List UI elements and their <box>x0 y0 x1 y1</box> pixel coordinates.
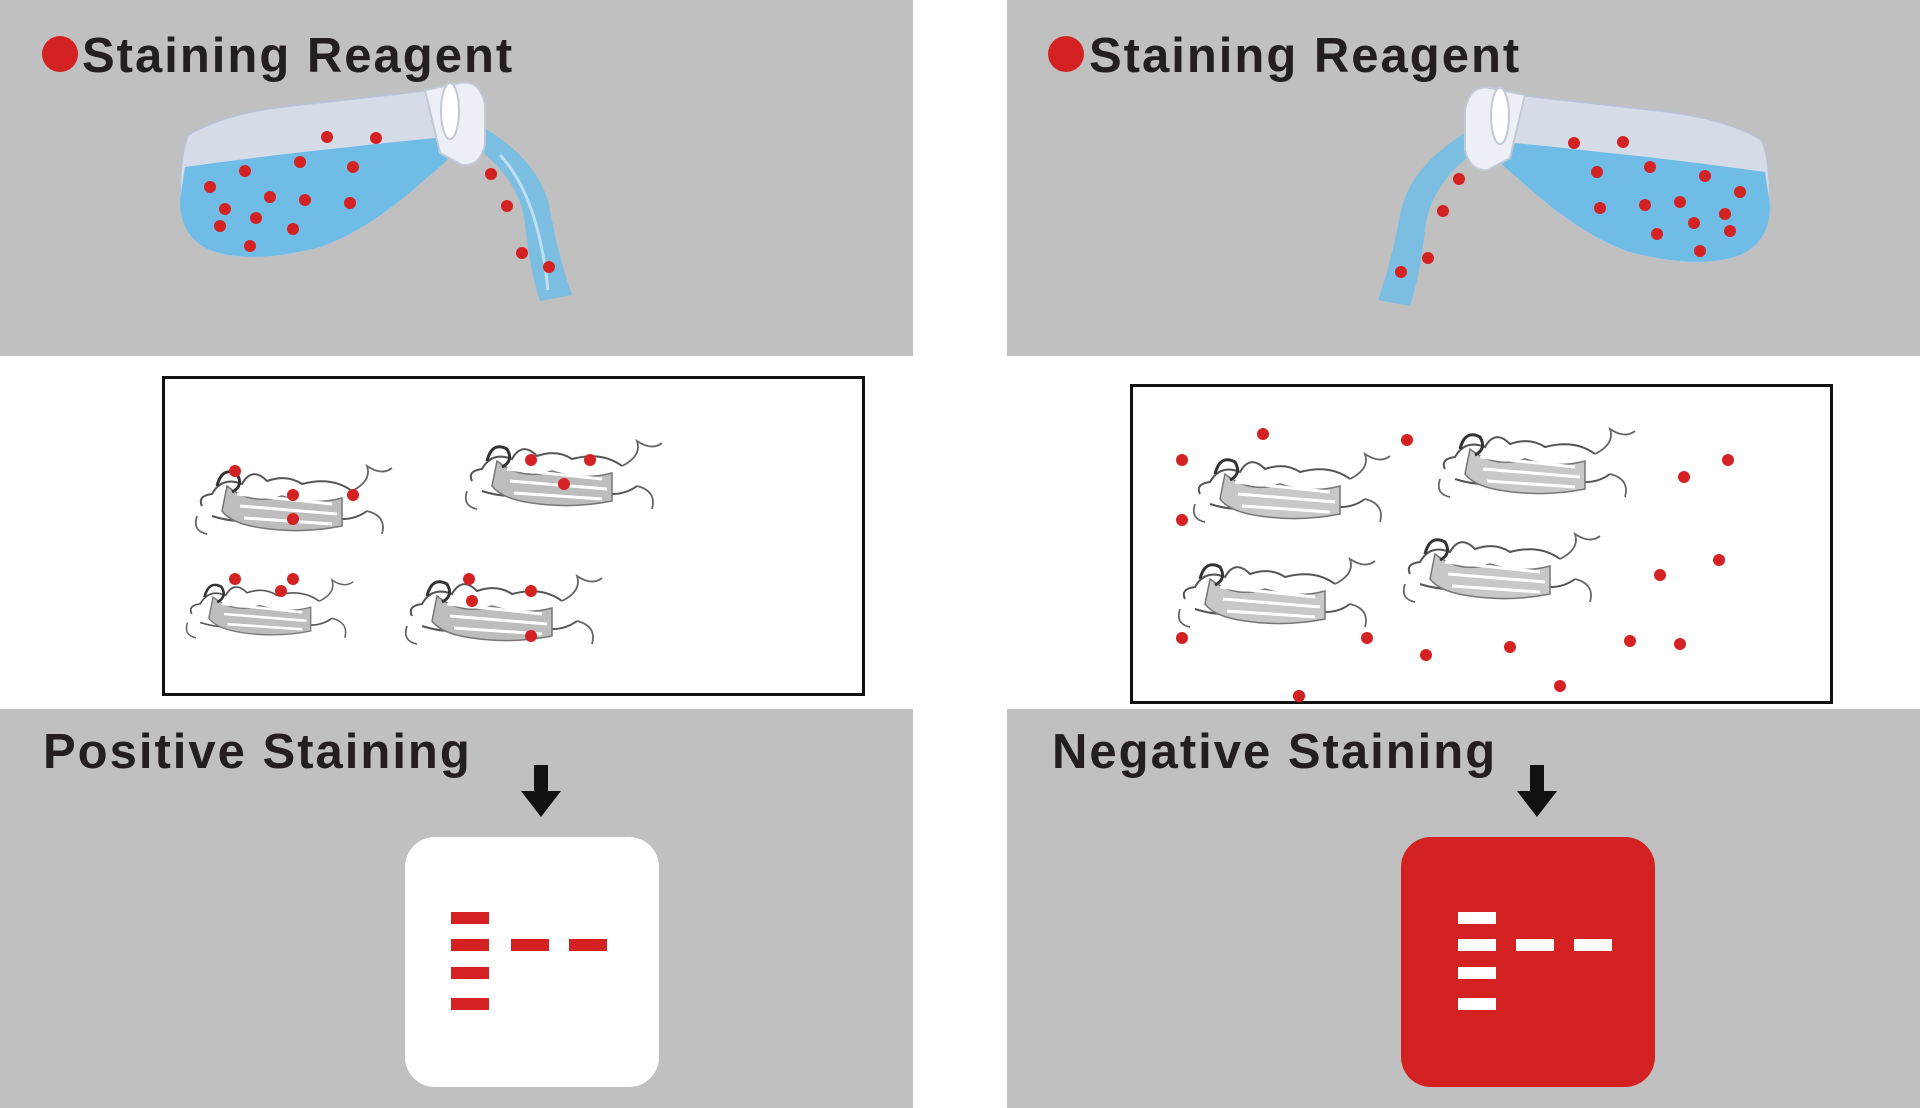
right-reagent-legend-dot <box>1048 36 1084 72</box>
positive-staining-caption: Positive Staining <box>43 725 472 779</box>
right-pouring-bottle-icon <box>1378 86 1772 306</box>
left-down-arrow-icon <box>521 765 561 817</box>
negative-staining-caption: Negative Staining <box>1052 725 1498 779</box>
left-protein-illustration <box>185 439 664 646</box>
left-reagent-label: Staining Reagent <box>82 29 515 83</box>
negative-gel-result <box>1401 837 1655 1087</box>
left-reagent-legend-dot <box>42 36 78 72</box>
positive-gel-bands <box>451 912 607 1010</box>
right-down-arrow-icon <box>1517 765 1557 817</box>
negative-gel-bands <box>1458 912 1612 1010</box>
right-reagent-label: Staining Reagent <box>1089 29 1522 83</box>
stray-reagent-dot-2 <box>1293 690 1305 702</box>
left-pouring-bottle-icon <box>178 81 572 301</box>
left-reagent-panel <box>0 0 913 356</box>
left-protein-box <box>162 376 865 696</box>
right-protein-illustration <box>1176 427 1734 692</box>
positive-gel-result <box>405 837 659 1087</box>
